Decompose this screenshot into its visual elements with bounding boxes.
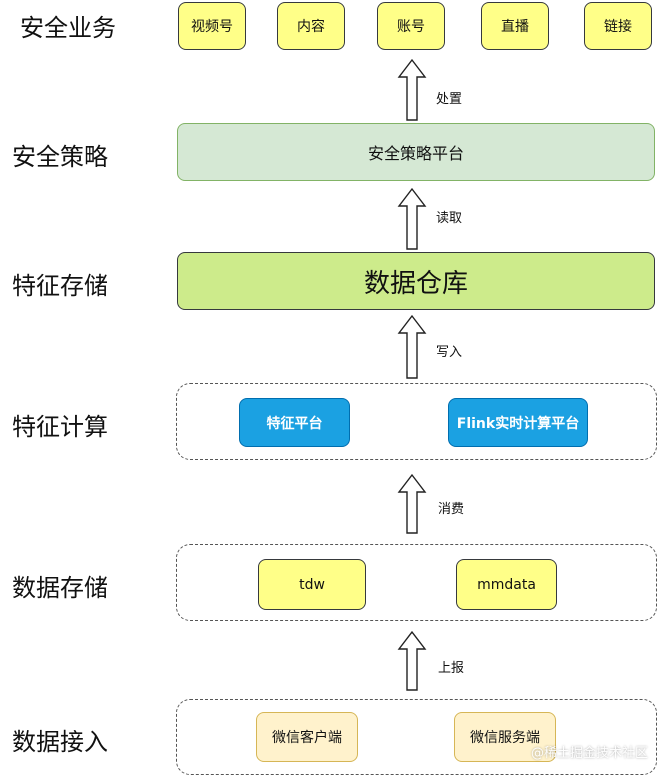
data-storage-group bbox=[176, 544, 657, 621]
arrow-label-consume: 消费 bbox=[438, 502, 465, 517]
business-item-content: 内容 bbox=[277, 2, 345, 50]
arrow-label-read: 读取 bbox=[436, 211, 463, 226]
watermark: @稀土掘金技术社区 bbox=[530, 746, 648, 761]
feature-compute-group bbox=[176, 383, 657, 460]
arrow-label-report: 上报 bbox=[438, 661, 465, 676]
arrow-consume-icon bbox=[397, 473, 427, 534]
data-ingest-group bbox=[176, 699, 657, 775]
business-item-video: 视频号 bbox=[178, 2, 246, 50]
business-item-live: 直播 bbox=[481, 2, 549, 50]
arrow-write-icon bbox=[397, 314, 427, 379]
layer-label-strategy: 安全策略 bbox=[12, 143, 108, 171]
arrow-label-dispose: 处置 bbox=[436, 92, 463, 107]
tdw-box: tdw bbox=[258, 559, 366, 610]
wechat-client-box: 微信客户端 bbox=[256, 712, 358, 762]
business-item-link: 链接 bbox=[584, 2, 652, 50]
arrow-label-write: 写入 bbox=[436, 345, 463, 360]
arrow-read-icon bbox=[397, 187, 427, 250]
data-warehouse-box: 数据仓库 bbox=[177, 252, 655, 310]
arrow-dispose-icon bbox=[397, 58, 427, 121]
layer-label-business: 安全业务 bbox=[20, 14, 116, 42]
arrow-report-icon bbox=[397, 630, 427, 691]
layer-label-feature-storage: 特征存储 bbox=[12, 272, 108, 300]
layer-label-data-ingest: 数据接入 bbox=[12, 728, 108, 756]
layer-label-data-storage: 数据存储 bbox=[12, 574, 108, 602]
business-item-account: 账号 bbox=[377, 2, 445, 50]
flink-platform-box: Flink实时计算平台 bbox=[448, 398, 588, 447]
mmdata-box: mmdata bbox=[456, 559, 557, 610]
wechat-server-box: 微信服务端 bbox=[454, 712, 556, 762]
feature-platform-box: 特征平台 bbox=[239, 398, 350, 447]
strategy-platform-box: 安全策略平台 bbox=[177, 123, 655, 181]
layer-label-feature-compute: 特征计算 bbox=[12, 413, 108, 441]
